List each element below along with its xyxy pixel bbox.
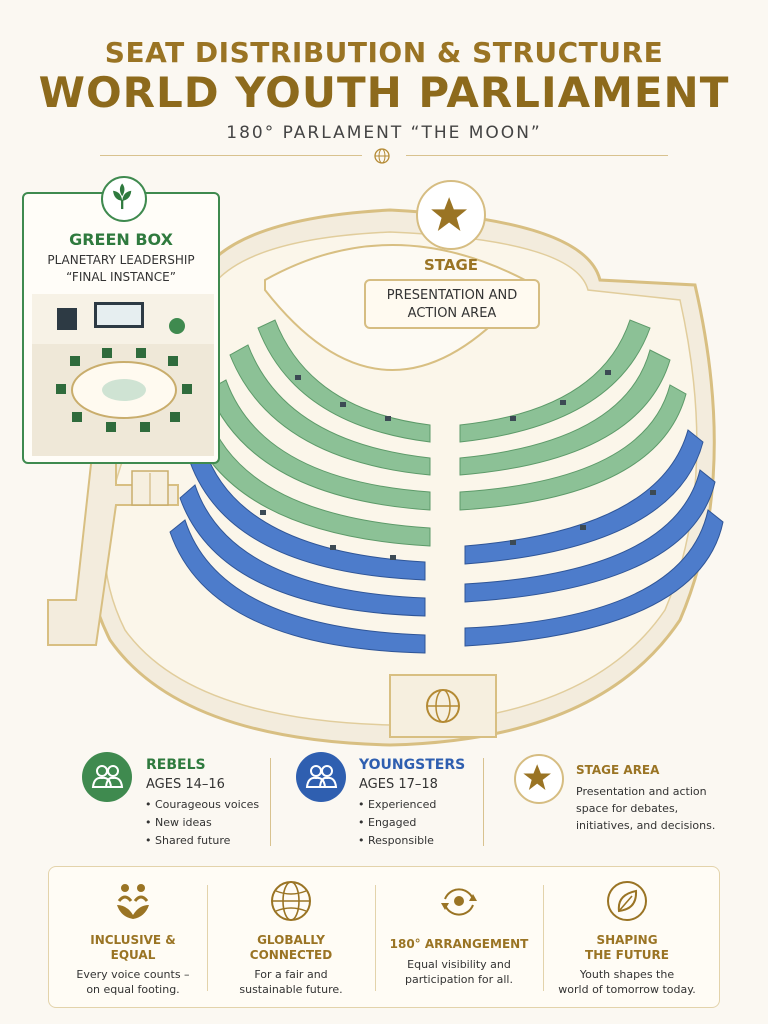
youngsters-title: YOUNGSTERS [359,757,466,773]
value-title-line-1: 180° ARRANGEMENT [389,937,529,951]
leaf-icon [101,176,147,222]
stage-label: STAGE [423,256,479,274]
youngsters-ages: AGES 17–18 [359,777,438,792]
stage-area-description: Presentation and action space for debate… [576,783,715,834]
youngsters-list: Experienced Engaged Responsible [358,796,436,850]
divider-right [406,155,668,156]
green-box-subtitle: PLANETARY LEADERSHIP “FINAL INSTANCE” [24,252,218,286]
value-title: INCLUSIVE & EQUAL [49,933,217,963]
value-description: Every voice counts – on equal footing. [49,967,217,997]
list-item: Responsible [358,832,436,850]
green-box-title: GREEN BOX [69,230,173,249]
youngsters-seats-right [464,429,724,647]
value-description: Equal visibility and participation for a… [375,957,543,987]
leaf-icon [607,881,647,921]
parliament-hall [85,208,724,747]
value-title-line-1: GLOBALLY [257,933,325,947]
value-title-line-2: THE FUTURE [585,948,669,962]
inclusion-icon [117,884,149,919]
list-item: Experienced [358,796,436,814]
values-panel: INCLUSIVE & EQUAL Every voice counts – o… [48,866,720,1008]
youngsters-seats-left [169,449,426,654]
star-icon [416,180,486,250]
value-title-line-1: SHAPING [596,933,658,947]
stage-presentation-box: PRESENTATION AND ACTION AREA [364,279,540,329]
value-desc-line-2: world of tomorrow today. [558,983,696,996]
panel-divider [207,885,208,991]
green-box-panel: GREEN BOX PLANETARY LEADERSHIP “FINAL IN… [22,176,220,464]
rebels-list: Courageous voices New ideas Shared futur… [145,796,259,850]
rebels-seats-right [459,319,687,511]
rebels-people-icon [82,752,132,802]
value-desc-line-1: Equal visibility and [407,958,511,971]
leadership-room [32,294,214,456]
value-arrangement: 180° ARRANGEMENT Equal visibility and pa… [375,867,543,1009]
arrangement-icon [441,888,477,916]
value-description: For a fair and sustainable future. [207,967,375,997]
corridor [47,455,179,646]
globe-icon [374,148,390,164]
green-box-line-1: PLANETARY LEADERSHIP [47,253,195,267]
legend-divider [483,758,484,846]
list-item: Engaged [358,814,436,832]
youngsters-people-icon [296,752,346,802]
value-desc-line-1: Every voice counts – [76,968,190,981]
value-desc-line-1: For a fair and [254,968,328,981]
globe-icon [271,881,311,921]
value-future: SHAPING THE FUTURE Youth shapes the worl… [543,867,711,1009]
title-line-1: SEAT DISTRIBUTION & STRUCTURE [104,36,664,69]
stage-box-line-1: PRESENTATION AND [386,288,518,303]
value-desc-line-2: participation for all. [405,973,513,986]
list-item: New ideas [145,814,259,832]
rebels-title: REBELS [146,757,206,773]
rebels-seats-left [189,319,431,547]
value-title-line-2: CONNECTED [249,948,333,962]
green-box-line-2: “FINAL INSTANCE” [66,270,176,284]
list-item: Shared future [145,832,259,850]
value-desc-line-1: Youth shapes the [579,968,675,981]
value-inclusive: INCLUSIVE & EQUAL Every voice counts – o… [49,867,217,1009]
value-title: 180° ARRANGEMENT [375,937,543,952]
stage-area-star-icon [514,754,564,804]
legend-divider [270,758,271,846]
value-title: SHAPING THE FUTURE [543,933,711,963]
stage-desc-line-2: space for debates, [576,802,679,815]
value-desc-line-2: sustainable future. [239,983,343,996]
stage-area-title: STAGE AREA [576,763,660,777]
list-item: Courageous voices [145,796,259,814]
stage-desc-line-3: initiatives, and decisions. [576,819,716,832]
value-connected: GLOBALLY CONNECTED For a fair and sustai… [207,867,375,1009]
panel-divider [375,885,376,991]
value-description: Youth shapes the world of tomorrow today… [543,967,711,997]
panel-divider [543,885,544,991]
rebels-ages: AGES 14–16 [146,777,225,792]
value-desc-line-2: on equal footing. [86,983,180,996]
stage-desc-line-1: Presentation and action [576,785,707,798]
value-title-line-2: EQUAL [110,948,156,962]
stage-box-line-2: ACTION AREA [407,306,497,321]
value-title-line-1: INCLUSIVE & [90,933,176,947]
value-title: GLOBALLY CONNECTED [207,933,375,963]
title-line-2: WORLD YOUTH PARLIAMENT [38,68,730,117]
subtitle: 180° PARLAMENT “THE MOON” [226,123,542,143]
divider-left [100,155,362,156]
